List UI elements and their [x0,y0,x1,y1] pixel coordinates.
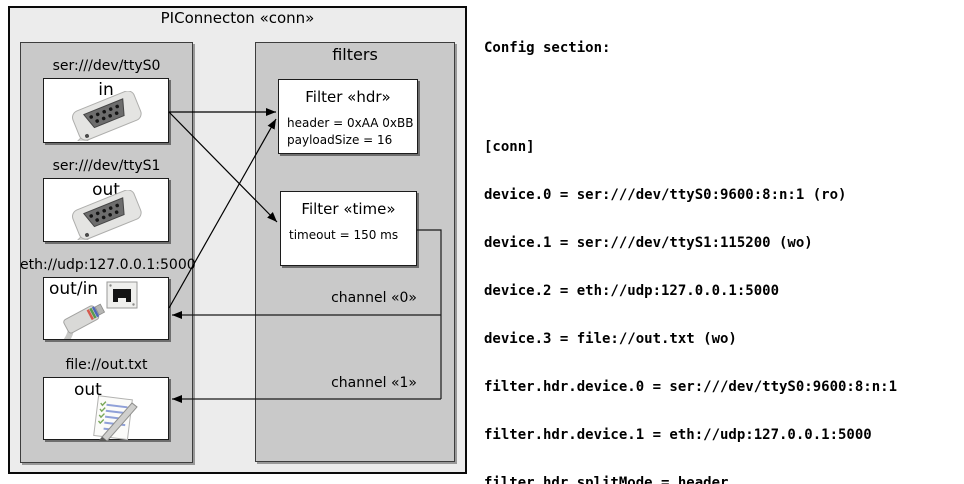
device-box-ttys0: in [43,78,169,143]
channel-1-label: channel «1» [331,375,417,391]
serial-connector-icon [67,91,142,141]
device-direction: out [92,180,120,200]
channel-0-label: channel «0» [331,290,417,306]
device-label-file: file://out.txt [65,357,148,373]
diagram-title: PIConnecton «conn» [160,9,315,27]
filter-hdr-attr-payloadsize: payloadSize = 16 [287,133,393,147]
config-line: device.0 = ser:///dev/ttyS0:9600:8:n:1 (… [484,187,847,203]
device-label-ttys1: ser:///dev/ttyS1 [52,158,161,174]
filter-hdr-title: Filter «hdr» [305,88,391,106]
device-label-eth: eth://udp:127.0.0.1:5000 [20,257,196,273]
device-label-ttys0: ser:///dev/ttyS0 [52,58,161,74]
config-line: device.1 = ser:///dev/ttyS1:115200 (wo) [484,235,813,251]
filters-group-label: filters [332,45,378,64]
config-line: filter.hdr.device.0 = ser:///dev/ttyS0:9… [484,379,898,395]
device-direction: in [98,80,114,100]
config-line: filter.hdr.splitMode = header [484,475,729,484]
config-line: device.3 = file://out.txt (wo) [484,331,737,347]
filter-time-box: Filter «time» timeout = 150 ms [280,191,417,266]
device-direction: out/in [49,279,99,299]
filter-time-attr-timeout: timeout = 150 ms [289,228,399,242]
device-direction: out [74,380,102,400]
config-title: Config section: [484,40,611,56]
device-box-file: out [43,377,169,441]
config-section: Config section: [conn] device.0 = ser://… [484,8,954,484]
config-line: device.2 = eth://udp:127.0.0.1:5000 [484,283,780,299]
config-line: filter.hdr.device.1 = eth://udp:127.0.0.… [484,427,872,443]
device-box-ttys1: out [43,178,169,242]
serial-connector-icon [67,190,142,240]
config-line: [conn] [484,139,535,155]
config-text: [conn] device.0 = ser:///dev/ttyS0:9600:… [484,107,954,484]
ethernet-jack-icon [106,281,138,309]
device-box-eth: out/in [43,277,169,340]
filter-time-title: Filter «time» [301,200,396,218]
filter-hdr-attr-header: header = 0xAA 0xBB [287,116,414,130]
ethernet-plug-icon [61,303,106,339]
filter-hdr-box: Filter «hdr» header = 0xAA 0xBB payloadS… [278,79,418,154]
notepad-pen-icon [93,395,138,441]
